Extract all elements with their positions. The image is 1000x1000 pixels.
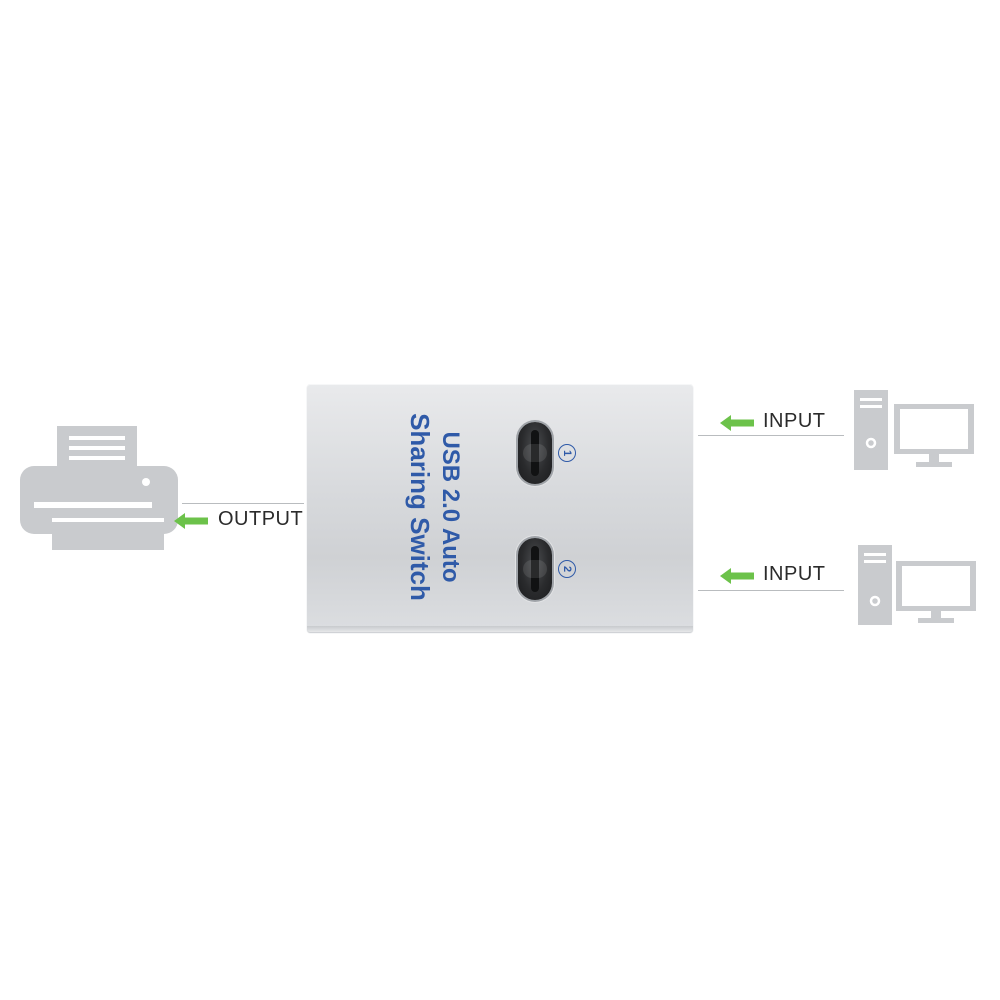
input-1-label: INPUT: [763, 410, 826, 432]
input-1-connector-line: [698, 435, 844, 436]
input-2-connector-line: [698, 590, 844, 591]
left-arrow-icon: [174, 513, 208, 529]
brand-line-1: USB 2.0 Auto: [437, 431, 464, 583]
switch-brand-text: USB 2.0 Auto Sharing Switch: [405, 413, 465, 601]
port-1-indicator: [518, 422, 552, 484]
desktop-computer-icon: [858, 545, 976, 625]
brand-line-2: Sharing Switch: [405, 413, 435, 601]
output-label: OUTPUT: [218, 508, 304, 530]
port-2-indicator: [518, 538, 552, 600]
left-arrow-icon: [720, 568, 754, 584]
desktop-computer-icon: [854, 390, 974, 470]
input-2-label: INPUT: [763, 563, 826, 585]
output-connector-line: [182, 503, 304, 504]
printer-icon: [20, 426, 178, 550]
left-arrow-icon: [720, 415, 754, 431]
switch-brand-area: USB 2.0 Auto Sharing Switch: [400, 395, 470, 620]
port-2-number: 2: [558, 560, 576, 578]
port-1-number: 1: [558, 444, 576, 462]
usb-switch-device: [307, 384, 693, 632]
